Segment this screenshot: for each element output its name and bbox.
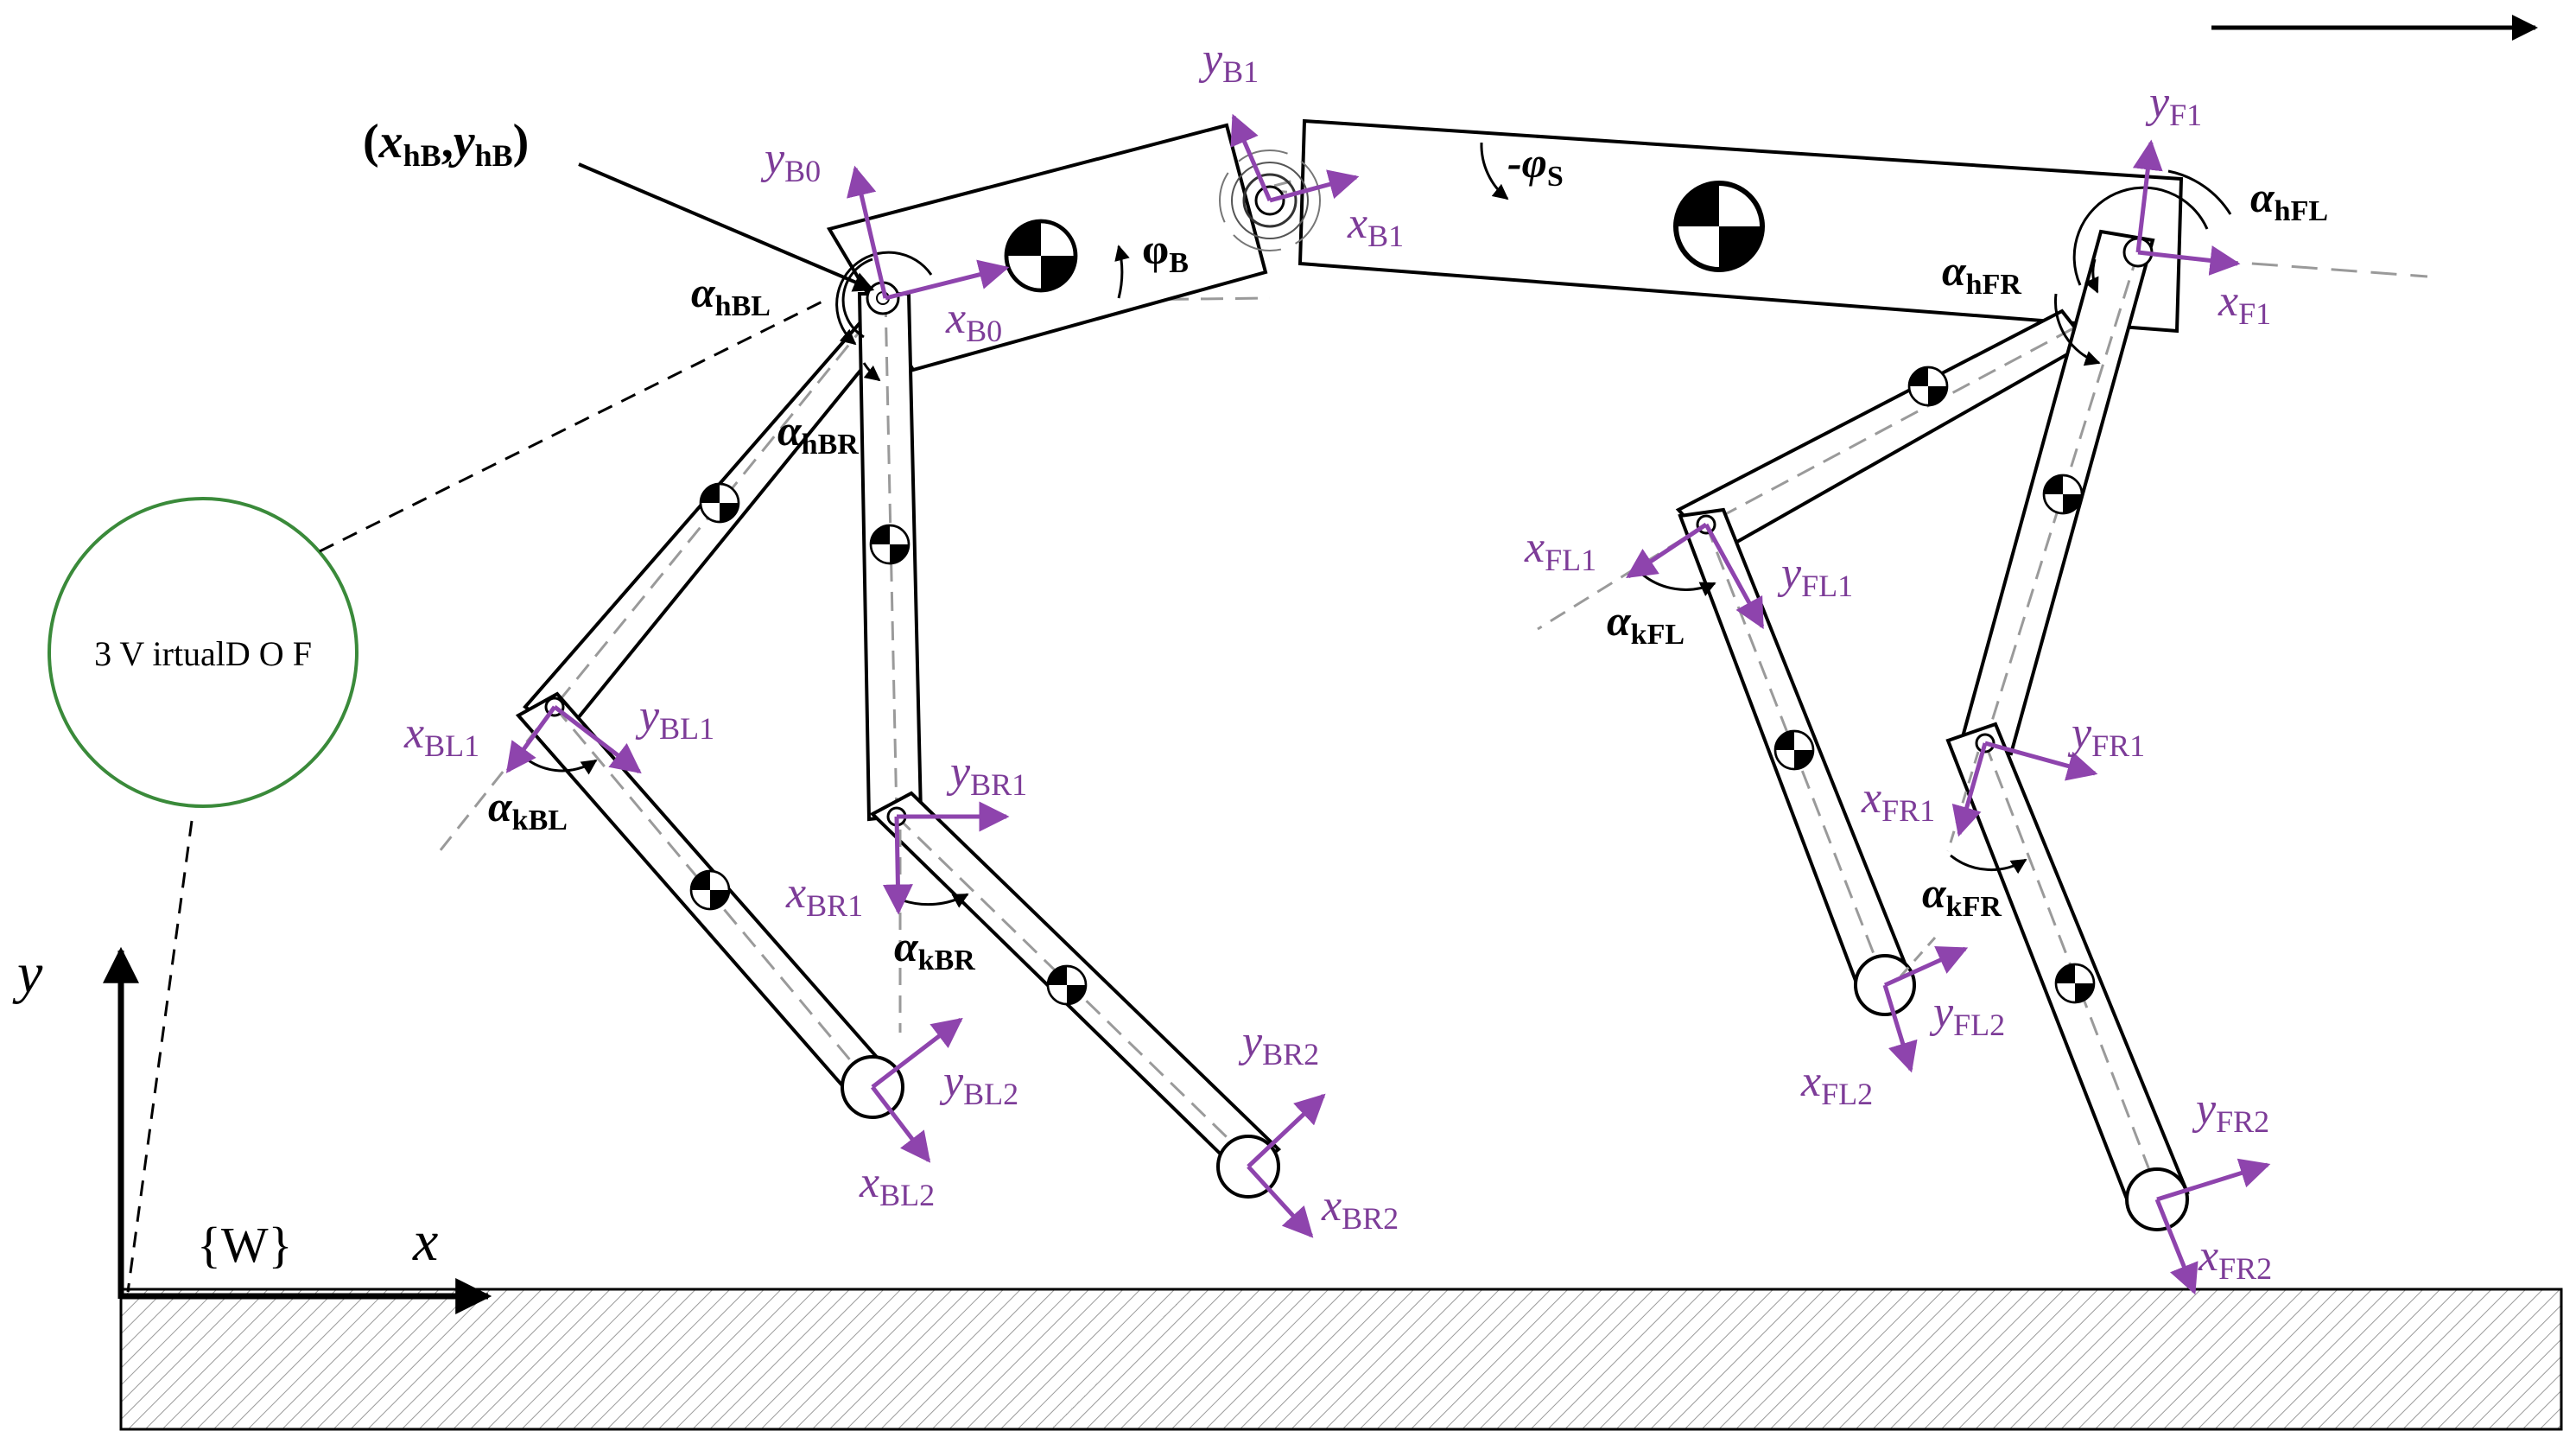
angle-phiB-label: φB — [1142, 225, 1189, 279]
hip-position-pointer — [578, 162, 875, 292]
frame-B0-y-label: yB0 — [760, 134, 821, 188]
frame-F1-x-label: xF1 — [2218, 277, 2271, 331]
frame-B0-x-label: xB0 — [945, 294, 1002, 348]
angle-hBR-label: αhBR — [777, 406, 859, 461]
hBR-arc — [862, 362, 881, 382]
frame-FL1-y-label: yFL1 — [1777, 549, 1853, 603]
rear-hip-joint — [835, 251, 933, 346]
frame-vectors — [505, 113, 2271, 1295]
frame-B1-x-label: xB1 — [1347, 199, 1404, 253]
frame-BR1-y-label: yBR1 — [946, 747, 1027, 802]
frame-BL1-y-label: yBL1 — [635, 691, 714, 746]
angle-hFL-label: αhFL — [2250, 173, 2328, 227]
angle-kBL-label: αkBL — [488, 782, 568, 836]
virtual-dof-link-bottom — [126, 820, 194, 1293]
frame-FR2-y-label: yFR2 — [2192, 1084, 2269, 1139]
front-body-com — [1676, 183, 1762, 270]
rear-left-leg — [435, 293, 907, 1119]
frame-BR2-y-label: yBR2 — [1238, 1017, 1319, 1072]
hip-point-label: (xhB,yhB) — [363, 115, 529, 173]
frame-FL2-x-label: xFL2 — [1800, 1057, 1873, 1111]
frame-BL2-y-label: yBL2 — [939, 1057, 1018, 1111]
angle-hBL-label: αhBL — [691, 268, 771, 322]
virtual-dof-label: 3 V irtualD O F — [94, 634, 312, 673]
frame-FR1-x-label: xFR1 — [1861, 773, 1935, 828]
virtual-dof-link-top — [319, 296, 830, 553]
rear-body-com — [1006, 221, 1075, 290]
angle-hFR-label: αhFR — [1942, 246, 2021, 301]
world-y-label: y — [12, 942, 43, 1005]
frame-BL2-x-label: xBL2 — [859, 1158, 935, 1212]
angle-phiS-label: -φS — [1507, 138, 1564, 193]
frame-FR1-y-label: yFR1 — [2067, 709, 2145, 763]
frame-B1-y-label: yB1 — [1198, 35, 1259, 89]
angle-kFR-label: αkFR — [1922, 868, 2002, 923]
frame-FL1-x-label: xFL1 — [1524, 523, 1596, 577]
virtual-dof-circle — [48, 497, 358, 808]
world-frame-label: {W} — [197, 1217, 292, 1273]
angle-kBR-label: αkBR — [894, 922, 975, 976]
hFL-arc — [2167, 169, 2232, 215]
angle-kFL-label: αkFL — [1607, 596, 1685, 651]
front-right-leg — [1945, 229, 2190, 1231]
kFR-arc — [1950, 854, 2027, 874]
frame-BL1-x-label: xBL1 — [403, 709, 479, 763]
rear-right-leg — [857, 292, 1282, 1199]
phiS-arc — [1480, 142, 1509, 200]
hFR-arc — [2053, 293, 2101, 366]
ground — [119, 1288, 2563, 1431]
frame-FL2-y-label: yFL2 — [1929, 988, 2005, 1042]
frame-BR1-x-label: xBR1 — [785, 868, 863, 923]
phiB-arc — [1114, 245, 1130, 299]
frame-FR2-x-label: xFR2 — [2198, 1231, 2272, 1286]
world-x-label: x — [412, 1210, 438, 1273]
frame-F1-y-label: yF1 — [2145, 78, 2202, 132]
frame-BR2-x-label: xBR2 — [1321, 1181, 1399, 1236]
